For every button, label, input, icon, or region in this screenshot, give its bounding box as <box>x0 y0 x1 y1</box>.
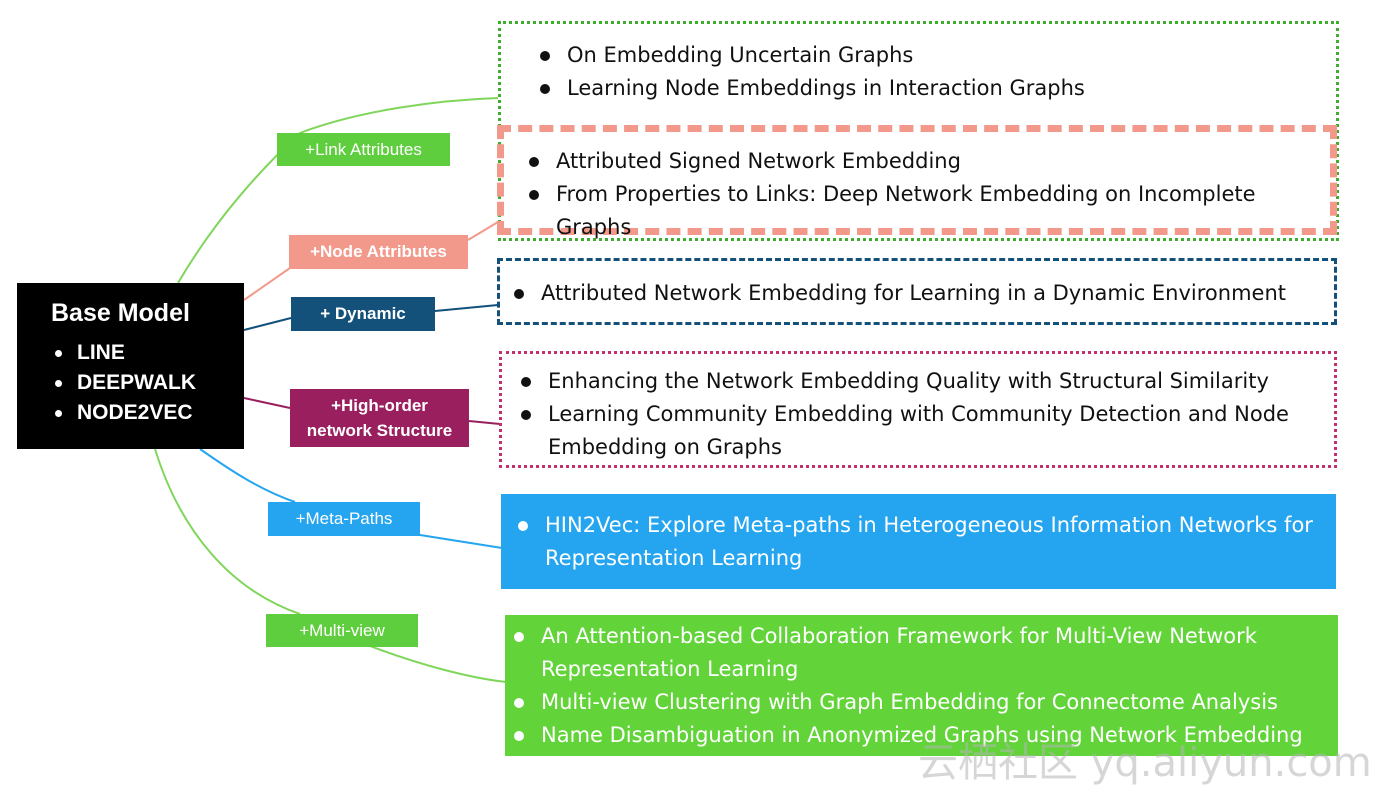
paper-item: An Attention-based Collaboration Framewo… <box>514 620 1334 686</box>
connector-node-attributes-box <box>467 221 499 241</box>
base-model-item-line: LINE <box>51 338 244 368</box>
paper-item: HIN2Vec: Explore Meta-paths in Heterogen… <box>518 509 1326 575</box>
connector-high-order <box>243 397 291 409</box>
papers-multi-view: An Attention-based Collaboration Framewo… <box>505 615 1338 756</box>
base-model-item-deepwalk: DEEPWALK <box>51 368 244 398</box>
base-model-list: LINE DEEPWALK NODE2VEC <box>51 338 244 428</box>
paper-item: Learning Node Embeddings in Interaction … <box>540 72 1326 105</box>
connector-multi-view-box <box>369 645 507 683</box>
papers-meta-paths: HIN2Vec: Explore Meta-paths in Heterogen… <box>501 494 1336 589</box>
connector-high-order-box <box>468 420 501 425</box>
paper-item: From Properties to Links: Deep Network E… <box>529 178 1320 244</box>
watermark: 云栖社区 yq.aliyun.com <box>918 740 1372 786</box>
paper-item: Multi-view Clustering with Graph Embeddi… <box>514 686 1334 719</box>
paper-item: Attributed Signed Network Embedding <box>529 145 1320 178</box>
base-model-item-node2vec: NODE2VEC <box>51 398 244 428</box>
tag-meta-paths: +Meta-Paths <box>268 502 420 536</box>
tag-link-attributes: +Link Attributes <box>277 133 450 166</box>
connector-meta-paths <box>199 448 296 503</box>
connector-meta-paths-box <box>419 534 503 549</box>
paper-item: On Embedding Uncertain Graphs <box>540 39 1326 72</box>
tag-node-attributes: +Node Attributes <box>289 235 468 269</box>
tag-high-order: +High-order network Structure <box>290 389 469 447</box>
paper-item: Name Disambiguation in Anonymized Graphs… <box>514 719 1334 752</box>
paper-item: Enhancing the Network Embedding Quality … <box>521 365 1324 398</box>
papers-dynamic: Attributed Network Embedding for Learnin… <box>497 258 1337 325</box>
base-model-box: Base Model LINE DEEPWALK NODE2VEC <box>17 283 244 449</box>
tag-high-order-line1: +High-order <box>331 396 428 415</box>
tag-high-order-line2: network Structure <box>306 421 453 440</box>
connector-dynamic-box <box>434 304 499 312</box>
tag-dynamic: + Dynamic <box>291 297 435 331</box>
connector-dynamic <box>243 317 292 331</box>
papers-node-attributes: Attributed Signed Network Embedding From… <box>497 125 1337 239</box>
paper-item: Attributed Network Embedding for Learnin… <box>514 277 1328 310</box>
tag-multi-view: +Multi-view <box>266 614 418 647</box>
papers-high-order: Enhancing the Network Embedding Quality … <box>499 351 1337 468</box>
base-model-title: Base Model <box>51 299 190 327</box>
papers-link-attributes: On Embedding Uncertain Graphs Learning N… <box>498 21 1339 241</box>
connector-node-attributes <box>243 267 291 301</box>
paper-item: Learning Community Embedding with Commun… <box>521 398 1324 464</box>
